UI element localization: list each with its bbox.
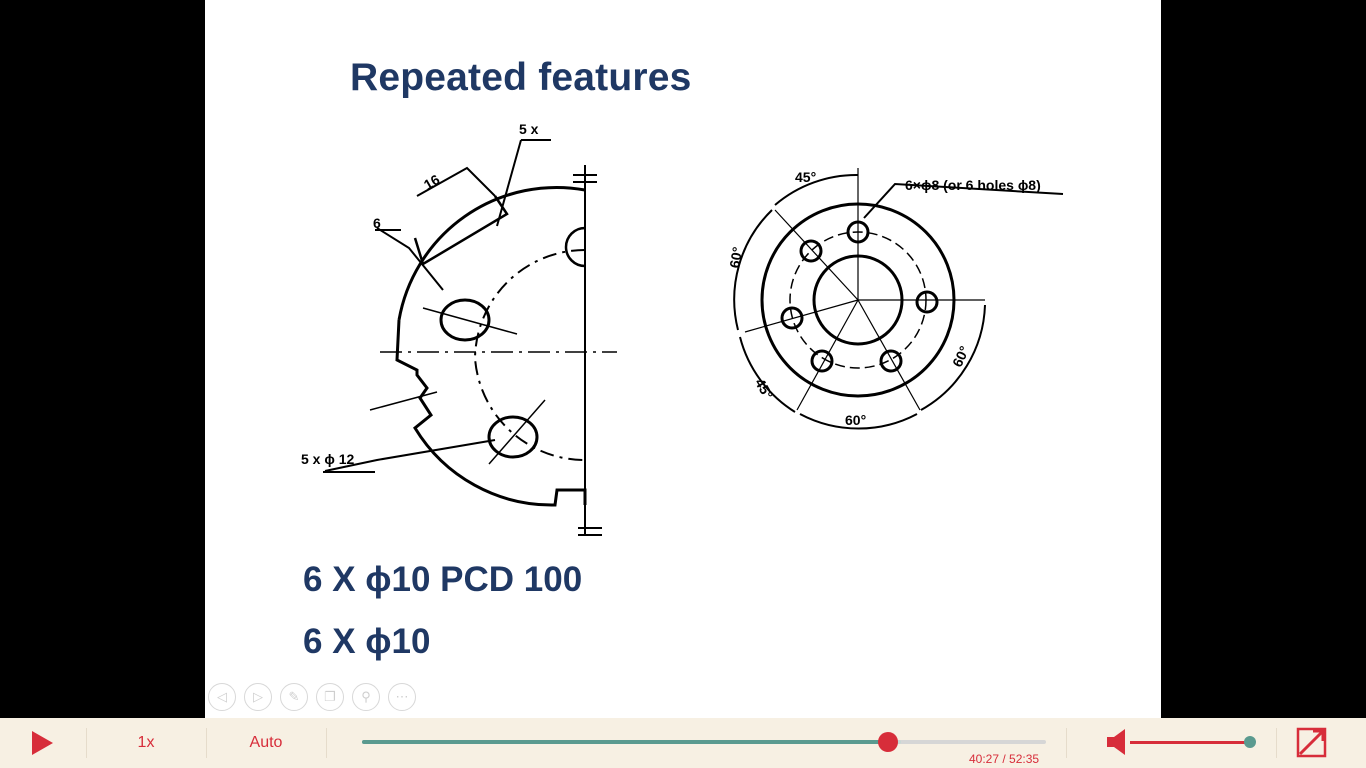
quality-button[interactable]: Auto: [249, 734, 283, 751]
left-dim-depth: 6: [373, 215, 381, 231]
divider: [86, 728, 87, 758]
more-icon[interactable]: ⋯: [388, 683, 416, 711]
left-dim-holes: 5 x ϕ 12: [301, 451, 355, 467]
seek-handle[interactable]: [877, 732, 898, 752]
next-icon[interactable]: ▷: [244, 683, 272, 711]
volume-handle[interactable]: [1244, 736, 1256, 748]
right-angle-top: 45°: [795, 169, 816, 185]
left-dim-count: 5 x: [519, 121, 539, 137]
play-icon: [32, 731, 53, 755]
right-angle-right: 60°: [949, 343, 972, 369]
caption-pcd: 6 X ϕ10 PCD 100: [303, 560, 583, 599]
caption-holes: 6 X ϕ10: [303, 622, 431, 661]
divider: [1276, 728, 1277, 758]
pen-icon[interactable]: ✎: [280, 683, 308, 711]
right-angle-lower-left: 45°: [752, 376, 776, 402]
slide-canvas: Repeated features: [205, 0, 1161, 718]
right-drawing: 6×ϕ8 (or 6 holes ϕ8) 45° 60° 45° 60° 60°: [726, 168, 1064, 430]
right-note: 6×ϕ8 (or 6 holes ϕ8): [905, 177, 1041, 193]
left-dim-width: 16: [421, 171, 443, 193]
fullscreen-icon[interactable]: [1296, 727, 1327, 758]
divider: [326, 728, 327, 758]
zoom-icon[interactable]: ⚲: [352, 683, 380, 711]
divider: [206, 728, 207, 758]
prev-icon[interactable]: ◁: [208, 683, 236, 711]
play-button[interactable]: [14, 718, 70, 768]
technical-drawings: 5 x 16 6 5 x ϕ 12: [301, 121, 1064, 536]
volume-slider[interactable]: [1130, 741, 1250, 744]
seek-bar[interactable]: [362, 732, 1046, 752]
time-readout: 40:27 / 52:35: [969, 752, 1040, 766]
volume-icon[interactable]: [1105, 727, 1131, 757]
copy-icon[interactable]: ❐: [316, 683, 344, 711]
left-drawing: 5 x 16 6 5 x ϕ 12: [301, 121, 617, 536]
right-angle-left: 60°: [726, 246, 745, 270]
slide-toolbar: ◁ ▷ ✎ ❐ ⚲ ⋯: [208, 683, 416, 713]
right-angle-bottom: 60°: [845, 412, 866, 428]
divider: [1066, 728, 1067, 758]
seek-played: [362, 740, 888, 744]
slide-title: Repeated features: [350, 56, 692, 99]
speed-button[interactable]: 1x: [137, 734, 155, 751]
